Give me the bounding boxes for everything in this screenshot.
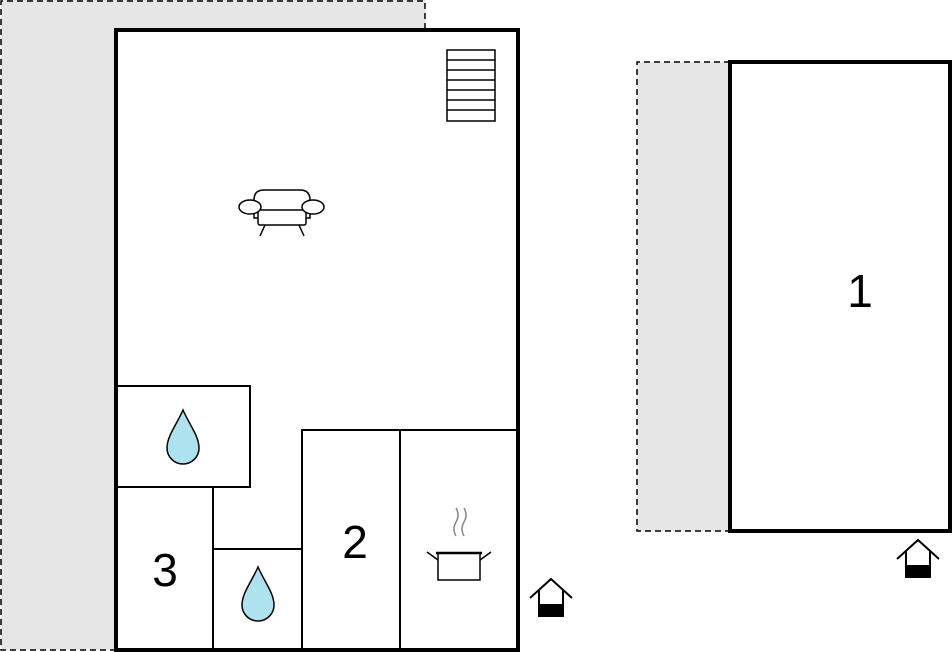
room-label-1: 1 (847, 265, 873, 317)
terrace-left (0, 0, 426, 651)
room-label-3: 3 (152, 544, 178, 596)
room-label-2: 2 (342, 516, 368, 568)
entrance-house-icon (896, 539, 940, 578)
annex-building (728, 60, 952, 533)
entrance-house-icon (529, 578, 573, 617)
terrace-right (636, 61, 730, 532)
sofa-icon (238, 189, 325, 237)
bathroom-upper (115, 385, 251, 488)
cooking-pot-icon (426, 507, 492, 581)
main-building (114, 28, 520, 652)
stairs-icon (446, 49, 496, 122)
